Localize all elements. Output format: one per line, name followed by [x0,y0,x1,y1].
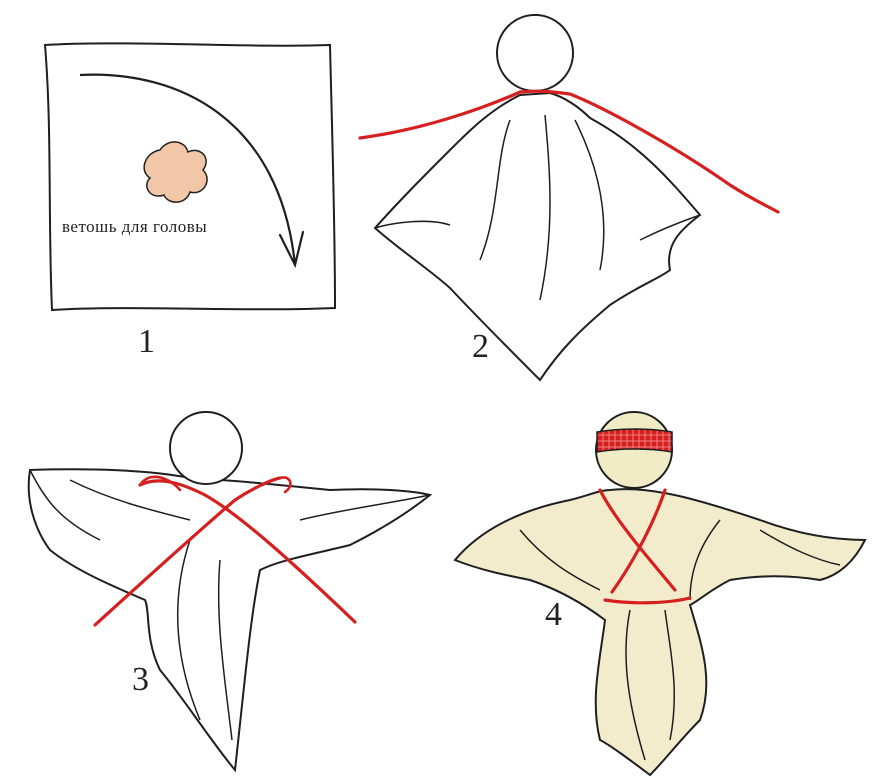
doll-head [497,15,573,91]
headband [597,429,672,452]
step-number-4: 4 [545,596,562,633]
step-number-2: 2 [472,328,489,365]
step-number-3: 3 [132,661,149,698]
padding-caption: ветошь для головы [62,217,207,236]
doll-head [170,412,242,484]
step-number-1: 1 [138,323,155,360]
